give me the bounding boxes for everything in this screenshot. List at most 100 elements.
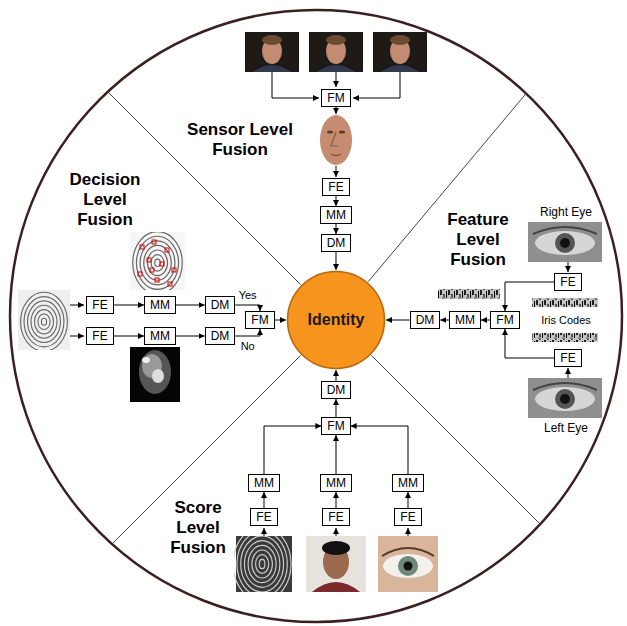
face-3d-model xyxy=(320,115,352,165)
iris-code-strip xyxy=(532,298,598,307)
face-photo xyxy=(306,536,366,592)
face-photo xyxy=(373,32,427,72)
connector-arrow xyxy=(114,336,144,337)
flow-arrow xyxy=(568,368,569,378)
node-text: FM xyxy=(251,313,268,327)
connector-arrow xyxy=(264,426,321,474)
thermal-blob xyxy=(152,369,164,383)
quadrant-title: Feature Level Fusion xyxy=(442,210,514,270)
process-box: MM xyxy=(248,474,280,492)
process-box: MM xyxy=(144,327,176,345)
minutia-mark xyxy=(138,272,142,276)
process-box: FM xyxy=(321,417,350,435)
hair-shape xyxy=(322,541,350,555)
node-text: FM xyxy=(327,419,344,433)
quadrant-title: Decision Level Fusion xyxy=(60,170,150,230)
flow-arrow xyxy=(408,528,409,536)
shirt-shape xyxy=(312,582,360,592)
mouth-line xyxy=(331,154,341,156)
circle-fill xyxy=(288,272,385,369)
process-box: FE xyxy=(554,349,581,367)
thermal-blob xyxy=(142,357,150,363)
process-box: FE xyxy=(394,508,421,526)
fingerprint-image xyxy=(233,527,292,602)
fingerprint-image xyxy=(18,290,70,351)
flow-arrow xyxy=(70,336,84,337)
connector-arrow xyxy=(114,305,144,306)
connector-arrow xyxy=(481,320,490,321)
node-text: DM xyxy=(211,298,230,312)
quadrant-title: Sensor Level Fusion xyxy=(182,120,298,160)
node-text: DM xyxy=(416,313,435,327)
fused-iris-code xyxy=(438,289,500,299)
minutia-mark xyxy=(147,258,151,262)
process-box: FE xyxy=(86,327,113,345)
flow-arrow xyxy=(272,72,319,98)
flow-arrow xyxy=(568,262,569,272)
connector-arrow xyxy=(408,492,409,508)
image-caption: Left Eye xyxy=(526,421,606,435)
eyelid-line xyxy=(382,548,434,556)
process-box: MM xyxy=(320,474,352,492)
minutia-mark xyxy=(165,248,169,252)
process-box: FM xyxy=(321,89,350,107)
flow-arrow xyxy=(336,166,337,177)
process-box: MM xyxy=(144,296,176,314)
process-box: FM xyxy=(490,311,519,329)
node-text: Identity xyxy=(308,311,365,329)
pupil-shape xyxy=(404,562,413,571)
connector-arrow xyxy=(386,320,410,321)
node-text: MM xyxy=(150,298,170,312)
minutia-mark xyxy=(155,278,159,282)
fingerprint-ridges xyxy=(133,232,183,294)
flow-arrow xyxy=(353,72,400,98)
process-box: DM xyxy=(205,296,236,314)
connector-arrow xyxy=(336,224,337,234)
process-box: DM xyxy=(410,311,441,329)
connector-arrow xyxy=(264,492,265,508)
divider-line xyxy=(371,355,540,524)
node-text: FE xyxy=(92,298,107,312)
left-eye-image xyxy=(528,378,602,418)
image-caption: Iris Codes xyxy=(533,314,599,327)
edge-label: Yes xyxy=(238,289,258,301)
node-text: FM xyxy=(327,91,344,105)
connector-arrow xyxy=(351,426,408,474)
quadrant-title: Score Level Fusion xyxy=(166,498,230,558)
node-text: FE xyxy=(560,351,575,365)
connector-arrow xyxy=(335,252,336,270)
node-text: DM xyxy=(327,383,346,397)
thermal-ground xyxy=(130,347,180,402)
eye-mark xyxy=(327,131,333,134)
node-text: FE xyxy=(400,510,415,524)
process-box: FM xyxy=(245,311,274,329)
sensor-photos xyxy=(245,32,427,72)
eye-photo xyxy=(378,536,438,592)
connector-arrow xyxy=(505,282,554,311)
minutia-mark xyxy=(152,240,156,244)
connector-arrow xyxy=(336,435,337,474)
connector-arrow xyxy=(505,329,554,358)
outer-circle xyxy=(10,10,622,622)
flow-arrow xyxy=(336,528,337,536)
quadrant-dividers xyxy=(108,92,540,544)
process-box: MM xyxy=(320,206,352,224)
minutia-mark xyxy=(168,282,172,286)
connector-arrow xyxy=(275,320,286,321)
node-text: MM xyxy=(326,476,346,490)
photo-ground xyxy=(306,536,366,592)
edge-label: No xyxy=(240,340,256,352)
process-box: FE xyxy=(322,508,349,526)
flow-arrow xyxy=(70,305,84,306)
minutiae-image xyxy=(130,232,185,294)
node-text: FE xyxy=(256,510,271,524)
minutia-mark xyxy=(150,268,154,272)
node-text: MM xyxy=(398,476,418,490)
process-box: MM xyxy=(392,474,424,492)
process-box: MM xyxy=(449,311,481,329)
eye-mark xyxy=(339,131,345,134)
flow-arrow xyxy=(336,107,337,114)
node-text: MM xyxy=(254,476,274,490)
fingerprint-ridges xyxy=(21,292,68,351)
